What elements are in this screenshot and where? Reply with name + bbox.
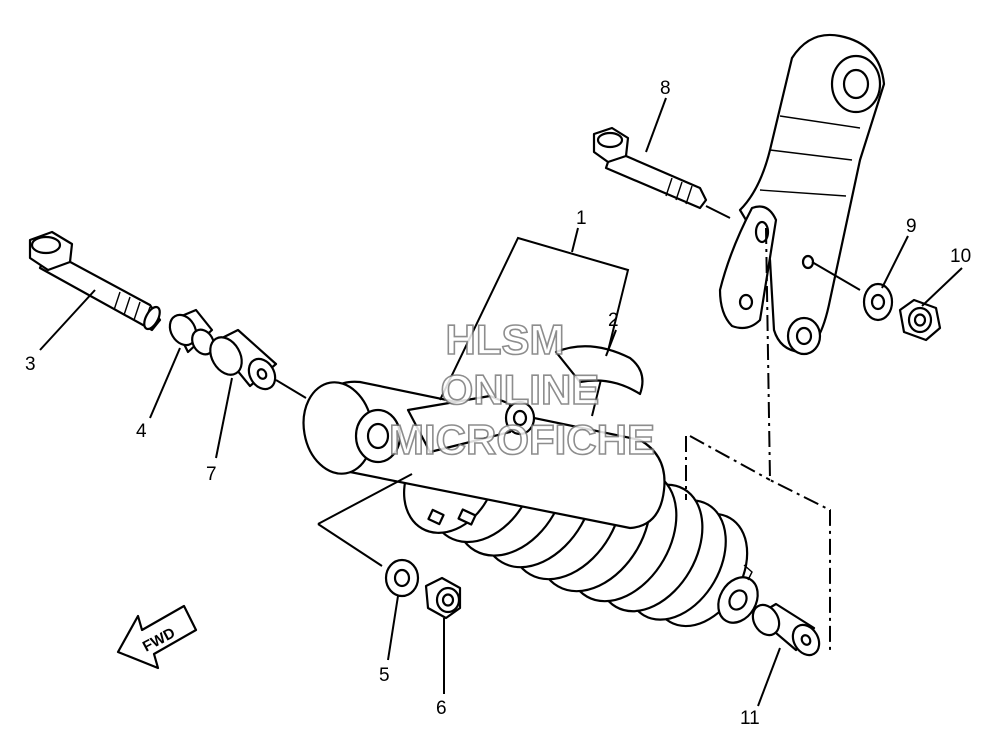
callout-4: 4 xyxy=(136,421,147,442)
leader-bracket-5-6b xyxy=(317,523,383,567)
callout-10: 10 xyxy=(950,246,971,267)
watermark-line-2: ONLINE xyxy=(441,366,600,413)
callout-7: 7 xyxy=(206,464,217,485)
callout-1: 1 xyxy=(576,208,587,229)
leader-8-to-link xyxy=(705,205,731,219)
washer-part-5 xyxy=(384,558,420,598)
callout-9: 9 xyxy=(906,216,917,237)
assembly-centerlines xyxy=(685,227,831,652)
callout-2: 2 xyxy=(608,310,619,331)
relay-arm-link xyxy=(718,33,886,356)
leader-7-to-shock xyxy=(275,379,307,399)
callout-8: 8 xyxy=(660,78,671,99)
nut-part-6 xyxy=(424,576,462,620)
leader-link-to-9 xyxy=(811,261,861,291)
callout-leaders xyxy=(39,97,963,707)
collar-part-11 xyxy=(751,602,821,657)
callout-6: 6 xyxy=(436,698,447,719)
fwd-direction-arrow: FWD xyxy=(116,604,198,670)
leader-bracket-5-6 xyxy=(317,473,413,525)
watermark-line-3: MICROFICHE xyxy=(389,416,655,463)
callout-11: 11 xyxy=(740,708,760,729)
callout-5: 5 xyxy=(379,665,390,686)
label-part-2 xyxy=(554,329,644,396)
collar-part-7 xyxy=(209,328,278,391)
bolt-part-8 xyxy=(592,126,708,210)
watermark-line-1: HLSM xyxy=(446,316,565,363)
nut-part-10 xyxy=(898,298,942,342)
washer-part-9 xyxy=(862,282,894,322)
bolt-part-3 xyxy=(28,230,162,332)
shock-absorber-part-1 xyxy=(302,380,759,628)
watermark: HLSM ONLINE MICROFICHE xyxy=(388,315,656,464)
callout-3: 3 xyxy=(25,354,36,375)
callout-labels: 1 2 3 4 5 6 7 8 9 10 11 xyxy=(25,78,971,729)
